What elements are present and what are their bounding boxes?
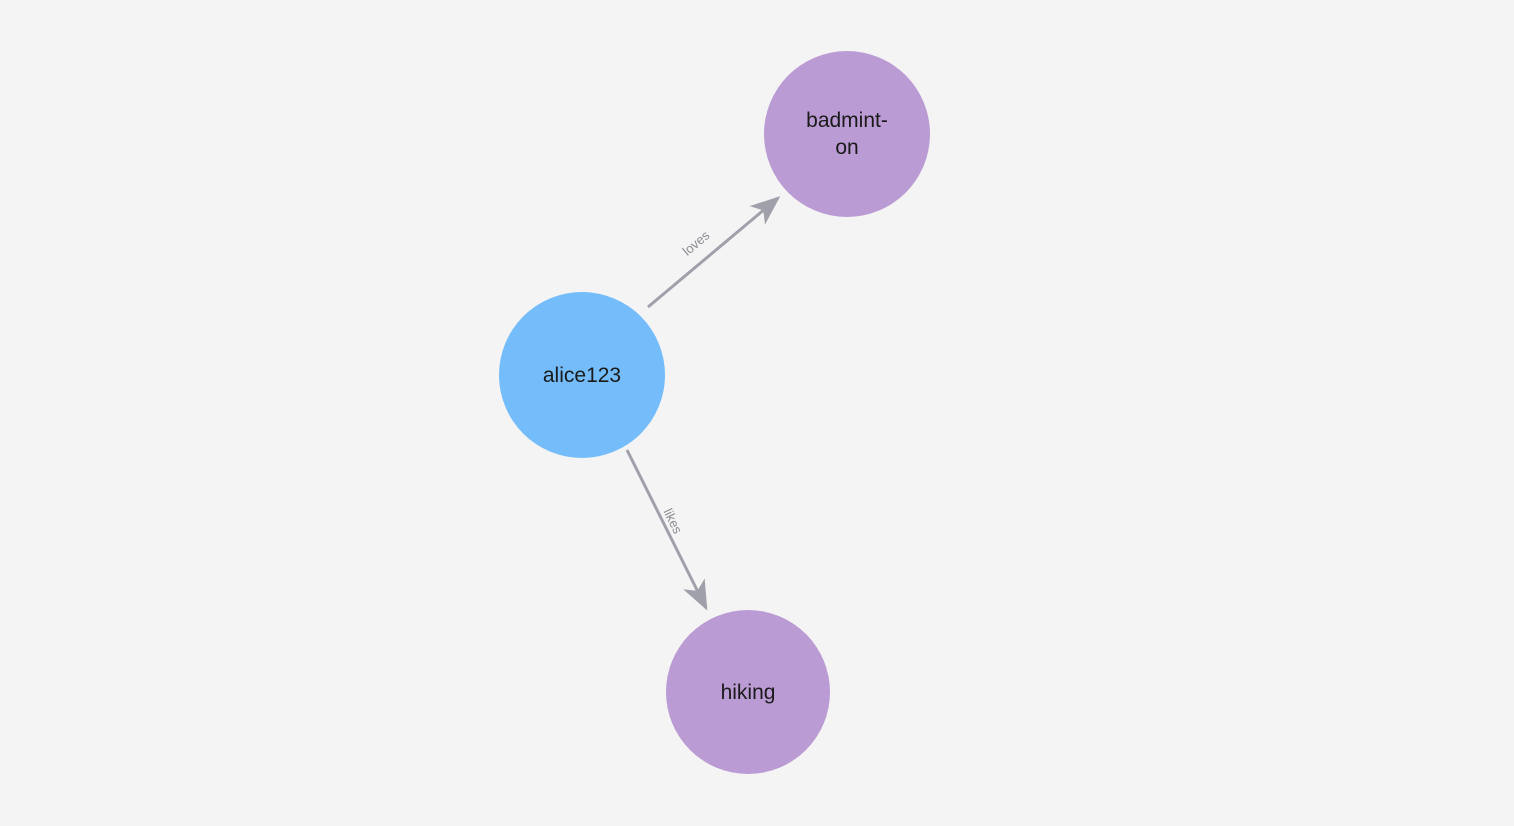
graph-node-hiking[interactable]: hiking: [666, 610, 830, 774]
graph-node-label-alice123: alice123: [542, 363, 622, 387]
graph-node-label-badminton: badmint- on: [806, 109, 888, 159]
graph-node-label-hiking: hiking: [720, 680, 776, 704]
edge-line-loves[interactable]: [647, 196, 781, 309]
edge-line-likes[interactable]: [625, 449, 708, 611]
graph-node-badminton[interactable]: badmint- on: [764, 51, 930, 217]
graph-node-alice123[interactable]: alice123: [499, 292, 665, 458]
